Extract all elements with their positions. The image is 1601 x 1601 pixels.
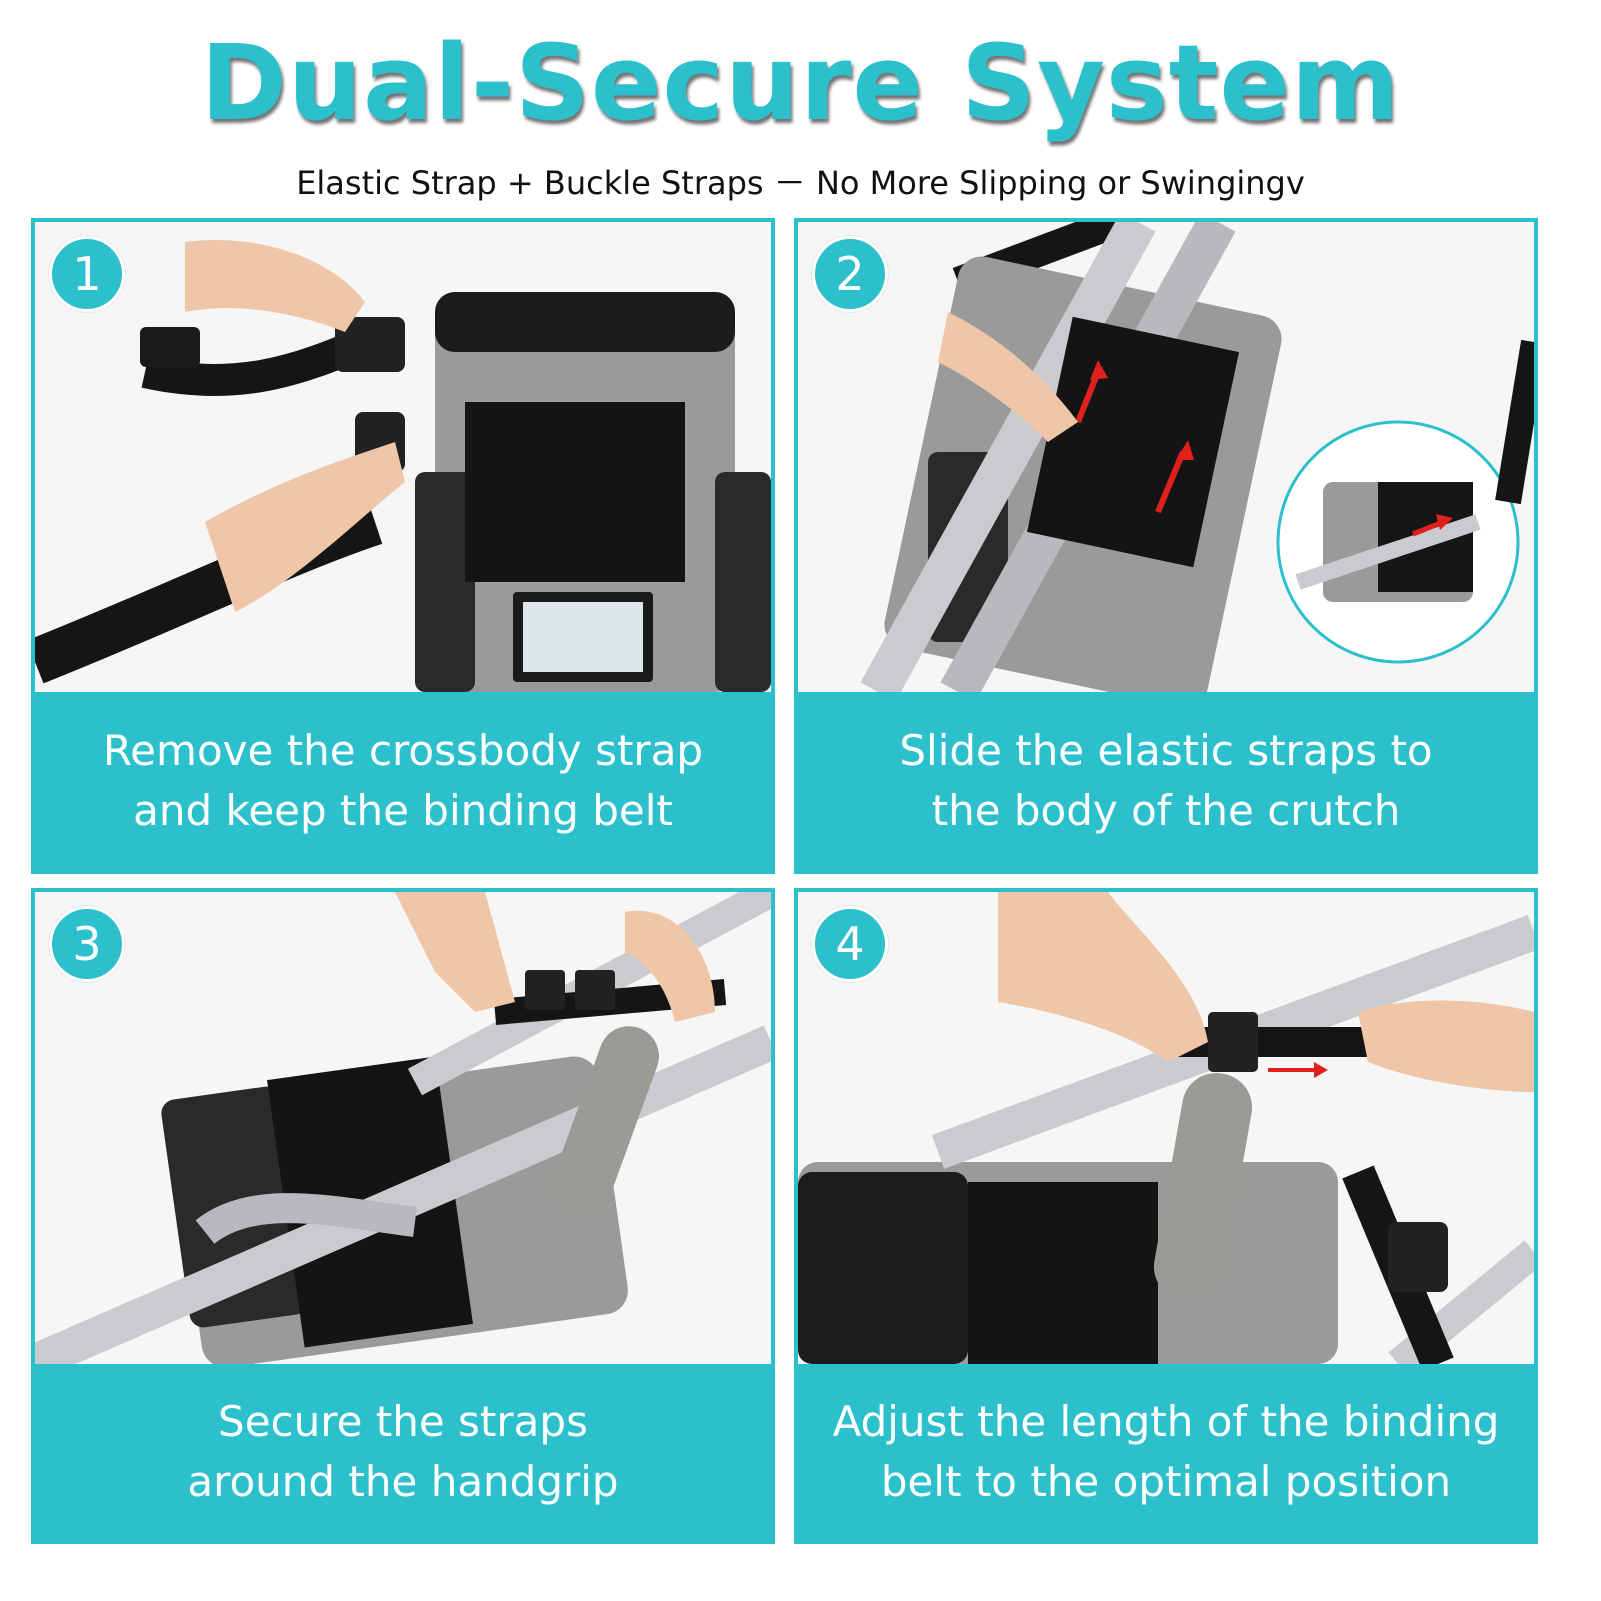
step-3-caption-line-1: Secure the straps xyxy=(218,1397,588,1446)
step-3-caption-line-2: around the handgrip xyxy=(187,1457,619,1506)
page-title: Dual-Secure System xyxy=(200,22,1401,144)
step-2-photo: 2 xyxy=(798,222,1534,692)
step-panel-1: 1 Remove the crossbody strap and keep th… xyxy=(31,218,775,874)
step-4-caption: Adjust the length of the binding belt to… xyxy=(798,1364,1534,1540)
step-3-number-badge: 3 xyxy=(49,906,125,982)
step-1-caption-line-1: Remove the crossbody strap xyxy=(102,726,704,775)
step-4-number-badge: 4 xyxy=(812,906,888,982)
step-4-caption-line-1: Adjust the length of the binding xyxy=(832,1397,1500,1446)
step-1-photo: 1 xyxy=(35,222,771,692)
step-2-caption: Slide the elastic straps to the body of … xyxy=(798,692,1534,870)
step-panel-4: 4 Adjust the length of the binding belt … xyxy=(794,888,1538,1544)
step-3-photo: 3 xyxy=(35,892,771,1364)
step-2-caption-line-2: the body of the crutch xyxy=(931,786,1401,835)
step-4-photo: 4 xyxy=(798,892,1534,1364)
step-1-caption-line-2: and keep the binding belt xyxy=(133,786,673,835)
step-3-caption: Secure the straps around the handgrip xyxy=(35,1364,771,1540)
step-panel-3: 3 Secure the straps around the handgrip xyxy=(31,888,775,1544)
step-2-caption-line-1: Slide the elastic straps to xyxy=(899,726,1433,775)
step-4-illustration xyxy=(798,892,1534,1364)
step-2-number-badge: 2 xyxy=(812,236,888,312)
page-subtitle: Elastic Strap + Buckle Straps － No More … xyxy=(296,164,1305,202)
step-2-illustration xyxy=(798,222,1534,692)
step-1-caption: Remove the crossbody strap and keep the … xyxy=(35,692,771,870)
step-1-number-badge: 1 xyxy=(49,236,125,312)
step-4-caption-line-2: belt to the optimal position xyxy=(880,1457,1452,1506)
step-1-illustration xyxy=(35,222,771,692)
step-3-illustration xyxy=(35,892,771,1364)
step-panel-2: 2 Slide the elastic straps to the body o… xyxy=(794,218,1538,874)
